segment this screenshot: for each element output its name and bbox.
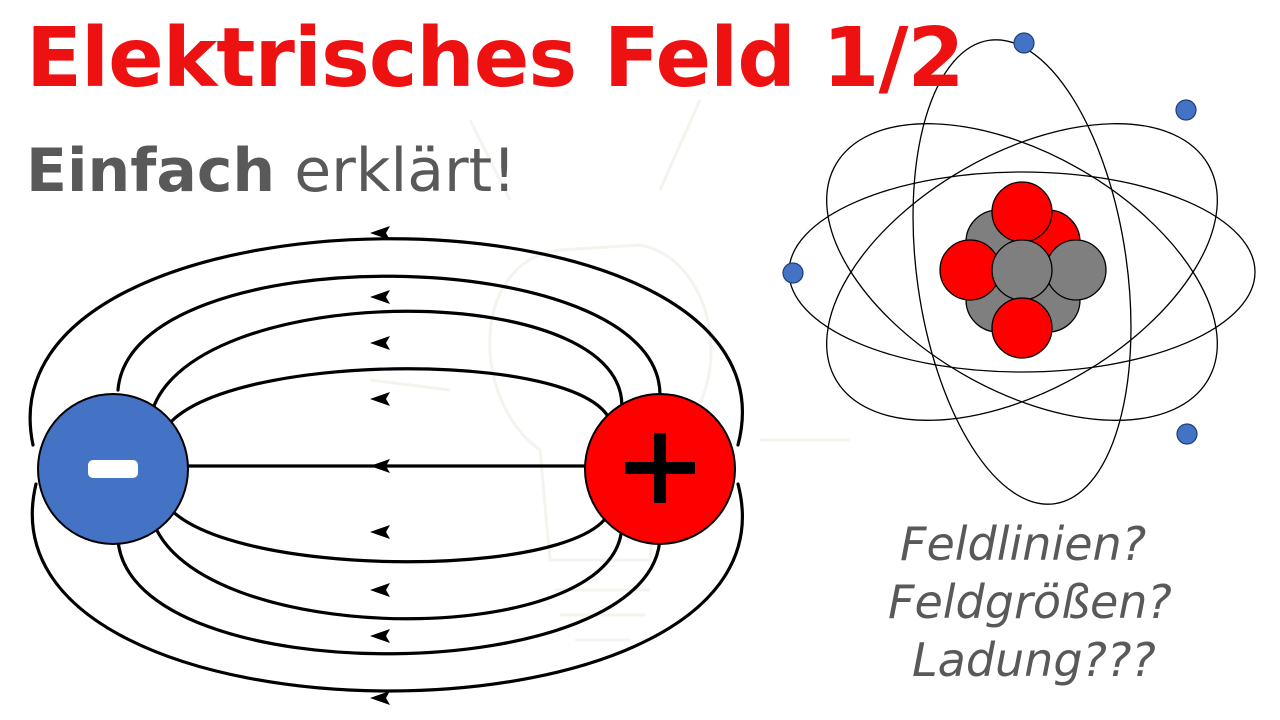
subtitle-bold: Einfach [26,136,276,206]
field-line-mid-lower [148,508,624,621]
arrow-left-icon [370,459,390,473]
field-line-outer-lower [31,482,744,693]
page-subtitle: Einfach erklärt! [26,138,516,204]
electron [1176,423,1198,445]
arrow-left-icon [370,226,390,240]
question-item: Feldlinien? [900,517,1147,571]
nucleus [939,181,1107,359]
proton [991,297,1053,359]
question-item: Feldgrößen? [888,575,1172,629]
arrow-left-icon [370,336,390,350]
electron [782,262,804,284]
subtitle-rest: erklärt! [275,136,517,206]
negative-charge-icon [37,393,189,545]
page-title: Elektrisches Feld 1/2 [26,11,964,106]
proton [991,181,1053,243]
proton [939,239,1001,301]
field-line-inner-lower [158,490,614,564]
arrow-left-icon [370,691,390,705]
electron [1175,99,1197,121]
question-item: Ladung??? [912,633,1156,687]
field-line-outer-upper [28,237,744,447]
neutron [1045,239,1107,301]
field-line-outer2-lower [116,533,662,656]
neutron [991,239,1053,301]
electrons [782,32,1198,445]
field-line-arrows [370,226,390,705]
arrow-left-icon [370,290,390,304]
field-line-inner-upper [158,367,614,442]
positive-charge-icon [584,393,736,545]
arrow-left-icon [370,525,390,539]
electron [1013,32,1035,54]
arrow-left-icon [370,392,390,406]
field-line-mid-upper [148,309,624,422]
arrow-left-icon [370,629,390,643]
electron-orbits [788,39,1256,505]
field-line-outer2-upper [116,274,662,397]
arrow-left-icon [370,583,390,597]
field-lines [28,237,744,693]
atom-icon [782,32,1256,505]
question-list: Feldlinien? Feldgrößen? Ladung??? [880,515,1172,689]
